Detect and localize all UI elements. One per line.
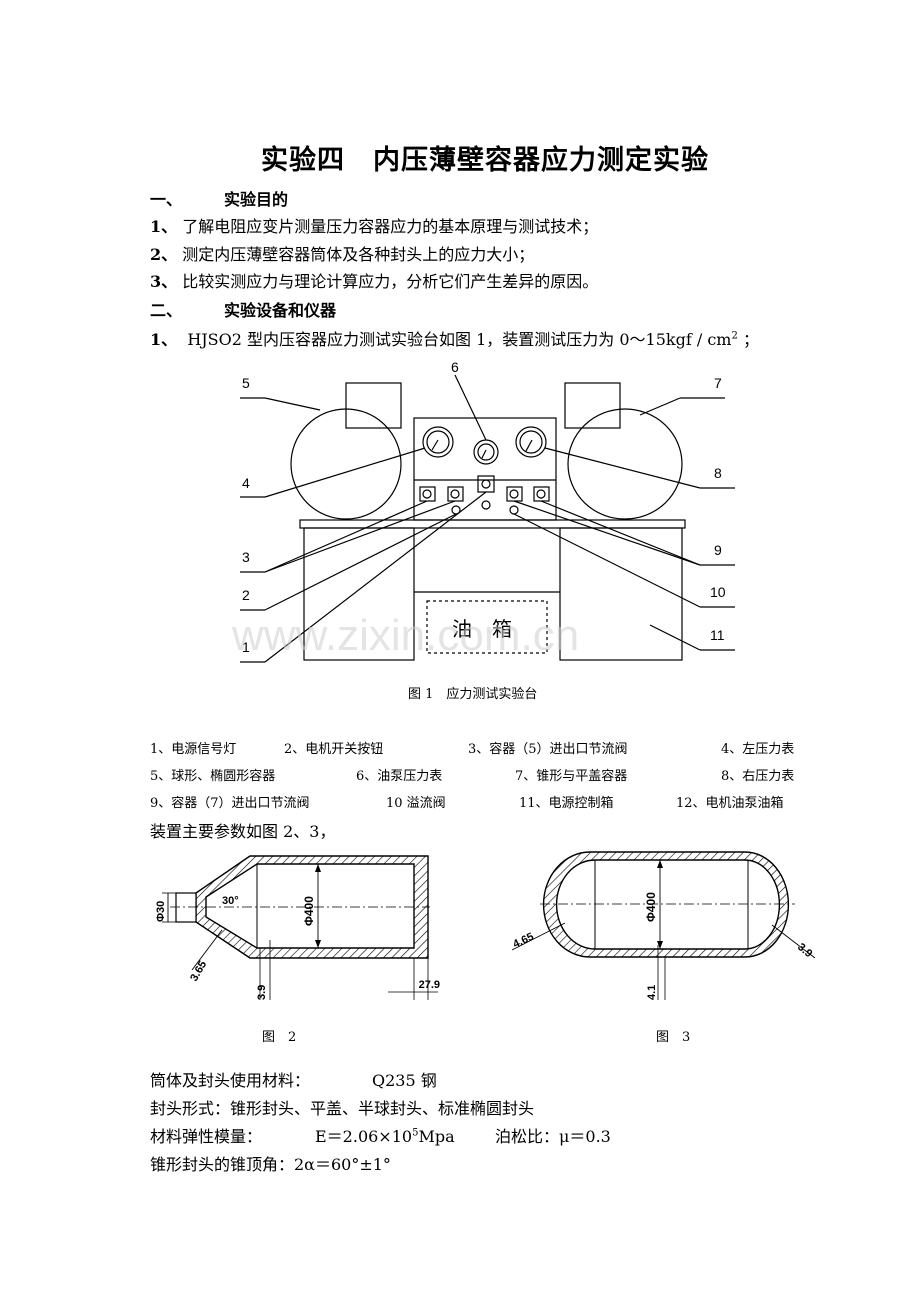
purpose-1: 1、 了解电阻应变片测量压力容器应力的基本原理与测试技术； [150, 217, 599, 236]
legend-item: 4、左压力表 [721, 742, 795, 757]
legend-item: 10 溢流阀 [386, 796, 446, 811]
section2-heading: 实验设备和仪器 [224, 301, 337, 320]
section2-number: 二、 [150, 301, 183, 320]
right-tank-neck [564, 382, 621, 429]
label-9: 9 [714, 542, 722, 558]
dim-3-65: 3.65 [188, 959, 209, 984]
label-1: 1 [242, 639, 250, 655]
legend-item: 3、容器（5）进出口节流阀 [468, 742, 628, 757]
control-panel [413, 417, 557, 521]
dim-3-9-f3: 3.9 [795, 941, 814, 960]
label-10: 10 [710, 584, 726, 600]
left-vessel [290, 408, 402, 520]
material-value: Q235 钢 [372, 1071, 437, 1090]
modulus-label: 材料弹性模量： [150, 1127, 263, 1146]
poisson-ratio: 泊松比：μ＝0.3 [495, 1127, 611, 1146]
label-8: 8 [714, 465, 722, 481]
cone-angle: 锥形封头的锥顶角：2α＝60°±1° [150, 1155, 391, 1174]
material-label: 筒体及封头使用材料： [150, 1071, 311, 1090]
purpose-3: 3、 比较实测应力与理论计算应力，分析它们产生差异的原因。 [150, 272, 599, 291]
dim-3-9: 3.9 [256, 985, 268, 1000]
page-title: 实验四 内压薄壁容器应力测定实验 [261, 145, 709, 176]
dim-4-1: 4.1 [646, 985, 658, 1000]
label-2: 2 [242, 587, 250, 603]
head-types: 封头形式：锥形封头、平盖、半球封头、标准椭圆封头 [150, 1099, 535, 1118]
label-5: 5 [242, 375, 250, 391]
legend-item: 2、电机开关按钮 [284, 742, 384, 757]
label-11: 11 [710, 627, 725, 643]
label-4: 4 [242, 475, 250, 491]
label-6: 6 [451, 360, 459, 375]
dim-27-9: 27.9 [419, 979, 440, 991]
watermark: www.zixin.com.cn [231, 611, 579, 660]
dim-phi400: Φ400 [302, 896, 316, 926]
dim-phi400-f3: Φ400 [644, 892, 658, 922]
oil-tank-label: 油 箱 [452, 618, 512, 641]
right-vessel [567, 408, 683, 520]
label-3: 3 [242, 549, 250, 565]
legend-item: 5、球形、椭圆形容器 [150, 769, 276, 784]
figure2-caption: 图 2 [262, 1030, 297, 1045]
legend-item: 8、右压力表 [721, 769, 795, 784]
dim-angle: 30° [222, 895, 239, 907]
section1-heading: 实验目的 [224, 190, 289, 209]
legend-item: 1、电源信号灯 [150, 742, 237, 757]
left-tank-neck [345, 382, 402, 429]
legend-item: 11、电源控制箱 [519, 796, 614, 811]
params-intro: 装置主要参数如图 2、3， [150, 822, 336, 841]
figure1-caption: 图 1 应力测试实验台 [408, 687, 538, 702]
equipment-1: 1、 HJSO2 型内压容器应力测试实验台如图 1，装置测试压力为 0～15kg… [150, 330, 759, 349]
section1-number: 一、 [150, 190, 183, 209]
dim-4-65: 4.65 [511, 931, 535, 951]
legend-item: 12、电机油泵油箱 [676, 796, 784, 811]
modulus-value: E＝2.06×105Mpa [315, 1127, 455, 1146]
label-7: 7 [714, 375, 722, 391]
legend-item: 9、容器（7）进出口节流阀 [150, 796, 310, 811]
dim-phi30: Φ30 [155, 901, 167, 922]
figure3-ellipsoid-vessel: Φ400 4.65 3.9 4.1 [511, 851, 816, 1000]
legend-item: 6、油泵压力表 [356, 769, 443, 784]
purpose-2: 2、 测定内压薄壁容器筒体及各种封头上的应力大小； [150, 245, 535, 264]
figure1-test-bench: 5 6 7 4 8 3 9 2 10 1 11 油 箱 www.zixin.co… [231, 360, 735, 663]
figure3-caption: 图 3 [656, 1030, 691, 1045]
figure2-cone-vessel: Φ400 Φ30 30° 3.65 3.9 27.9 [155, 855, 440, 1000]
legend-item: 7、锥形与平盖容器 [515, 769, 628, 784]
